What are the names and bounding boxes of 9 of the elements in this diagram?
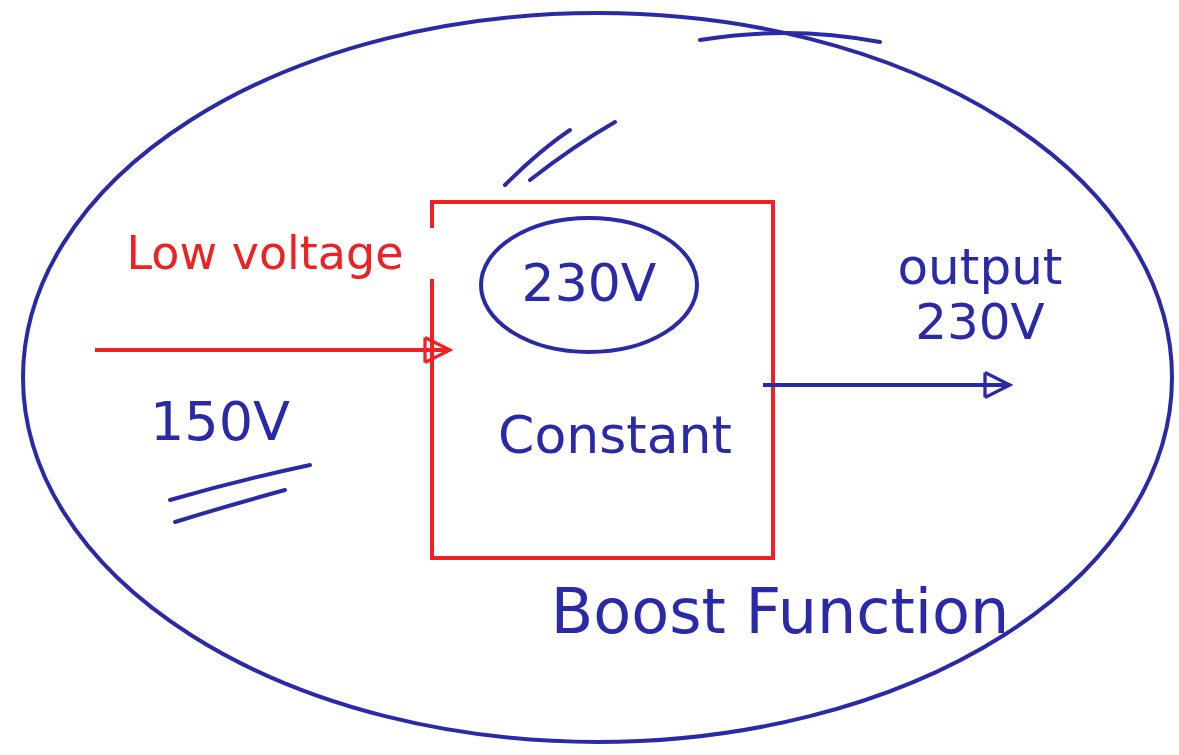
oval-outline (20, 10, 1175, 745)
circle-outline (478, 215, 700, 355)
arrow (95, 335, 452, 365)
box-outline (430, 200, 775, 560)
title-text: Boost Function (549, 575, 1011, 648)
arrow (763, 370, 1012, 400)
voltage-text: 230V (520, 253, 658, 313)
voltage-label: 150V (150, 390, 290, 453)
box-label: Constant (497, 405, 733, 465)
